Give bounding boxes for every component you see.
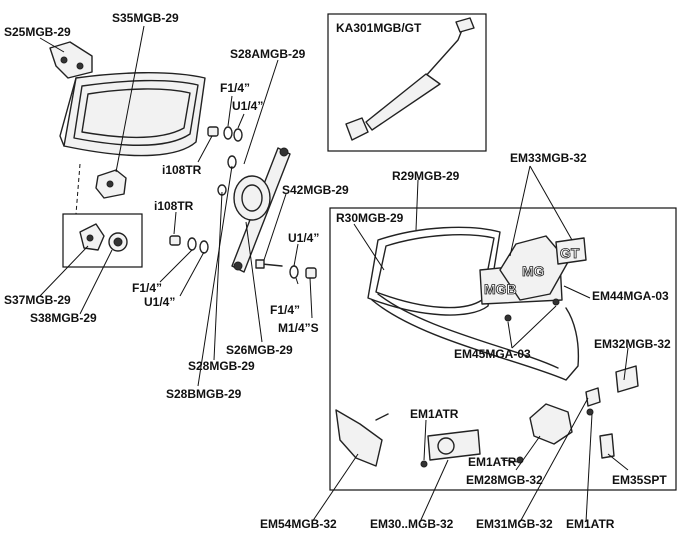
badge-mg-text: MG — [522, 263, 545, 279]
label-s28b: S28BMGB-29 — [166, 387, 242, 401]
label-u14-mid: U1/4” — [144, 295, 175, 309]
label-s37: S37MGB-29 — [4, 293, 71, 307]
label-em44: EM44MGA-03 — [592, 289, 669, 303]
label-u14-right: U1/4” — [288, 231, 319, 245]
label-em54: EM54MGB-32 — [260, 517, 337, 531]
seal-emblem-box — [329, 207, 677, 491]
label-r29: R29MGB-29 — [392, 169, 460, 183]
label-f14-top: F1/4” — [220, 81, 250, 95]
leader-lines — [39, 25, 629, 523]
badge-mgb-text: MGB — [484, 281, 517, 297]
label-em35: EM35SPT — [612, 473, 667, 487]
label-em33: EM33MGB-32 — [510, 151, 587, 165]
label-s28a: S28AMGB-29 — [230, 47, 306, 61]
label-m14s: M1/4”S — [278, 321, 319, 335]
tailgate-part — [59, 72, 206, 157]
label-r30: R30MGB-29 — [336, 211, 404, 225]
label-em1atr-a: EM1ATR — [410, 407, 459, 421]
label-s26: S26MGB-29 — [226, 343, 293, 357]
label-s42: S42MGB-29 — [282, 183, 349, 197]
top-fasteners — [207, 126, 243, 196]
latch-inset-box — [62, 213, 143, 268]
label-ka301: KA301MGB/GT — [336, 21, 422, 35]
small-emblems — [335, 365, 639, 468]
label-em1atr-b: EM1ATR — [468, 455, 517, 469]
label-s38: S38MGB-29 — [30, 311, 97, 325]
label-em31: EM31MGB-32 — [476, 517, 553, 531]
label-em28: EM28MGB-32 — [466, 473, 543, 487]
label-s25: S25MGB-29 — [4, 25, 71, 39]
striker-part — [95, 169, 127, 199]
latch-parts — [79, 223, 128, 252]
label-s28: S28MGB-29 — [188, 359, 255, 373]
label-em32: EM32MGB-32 — [594, 337, 671, 351]
label-em30: EM30..MGB-32 — [370, 517, 454, 531]
label-u14-top: U1/4” — [232, 99, 263, 113]
badge-gt-text: GT — [560, 245, 580, 261]
clip-icon — [552, 298, 560, 306]
hinge-arm-part — [231, 147, 291, 273]
gas-strut-box — [327, 13, 487, 152]
label-em45: EM45MGA-03 — [454, 347, 531, 361]
mid-fasteners — [169, 235, 209, 254]
label-f14-mid: F1/4” — [132, 281, 162, 295]
label-em1atr-c: EM1ATR — [566, 517, 615, 531]
clip-icon — [504, 314, 512, 322]
label-f14-right: F1/4” — [270, 303, 300, 317]
hinge-part — [49, 41, 93, 79]
tailgate-badge: MGB MG GT — [479, 235, 587, 305]
label-s35: S35MGB-29 — [112, 11, 179, 25]
right-fasteners — [255, 259, 317, 279]
label-i108-mid: i108TR — [154, 199, 194, 213]
label-i108-top: i108TR — [162, 163, 202, 177]
gas-strut-part — [345, 17, 475, 141]
